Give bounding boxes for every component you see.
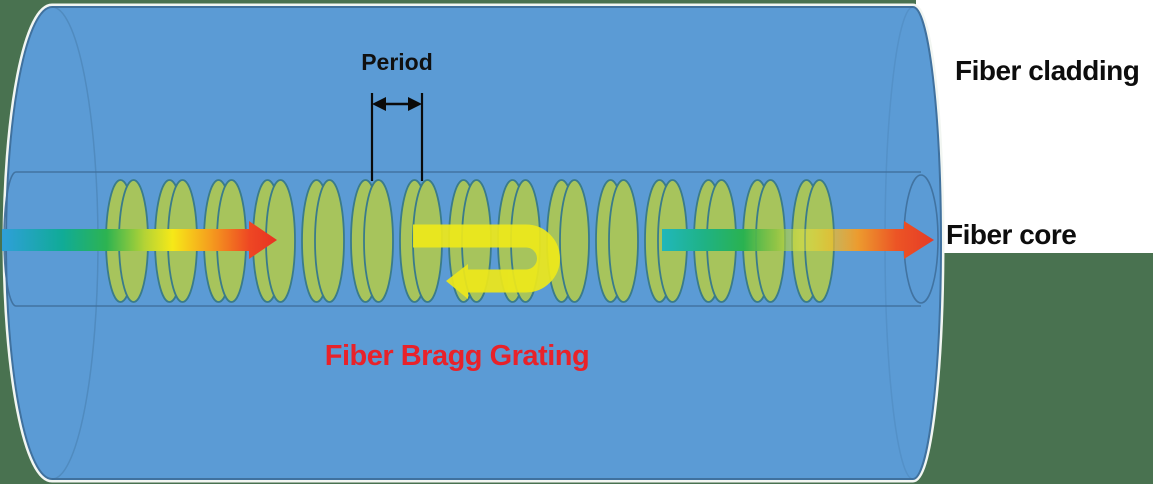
- fiber-core-label: Fiber core: [946, 219, 1077, 250]
- grating-disc: [559, 179, 590, 303]
- grating-disc: [314, 179, 345, 303]
- input-light-arrow: [2, 221, 277, 259]
- reflected-light-arrow: [413, 224, 560, 299]
- fiber-bragg-grating-label: Fiber Bragg Grating: [324, 340, 590, 372]
- grating-disc: [363, 179, 394, 303]
- period-label: Period: [361, 49, 433, 75]
- period-marker: [370, 93, 424, 181]
- label-panel: [916, 0, 1153, 253]
- period-arrowhead-left: [372, 97, 386, 111]
- period-arrowhead-right: [408, 97, 422, 111]
- reflected-arrow-u-path: [413, 224, 560, 293]
- fiber-cladding-label: Fiber cladding: [955, 55, 1140, 86]
- grating-disc: [608, 179, 639, 303]
- reflected-arrow-head: [446, 264, 468, 299]
- transmitted-light-arrow: [662, 221, 934, 259]
